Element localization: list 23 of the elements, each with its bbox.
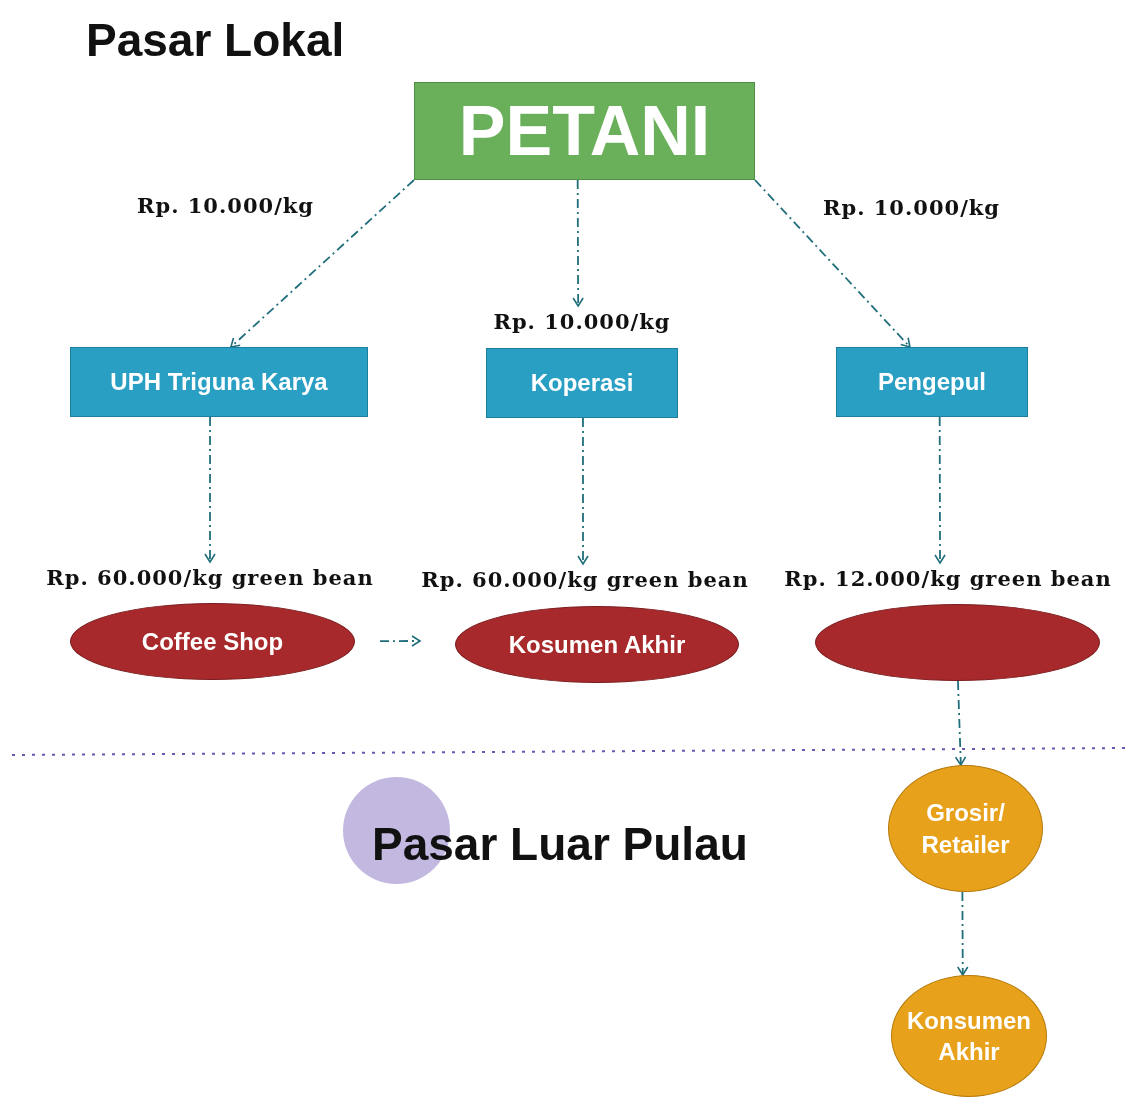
arrow — [956, 891, 969, 976]
node-label: UPH Triguna Karya — [109, 367, 329, 397]
arrow — [577, 417, 589, 565]
arrow — [954, 680, 967, 766]
node-label: Grosir/ Retailer — [920, 798, 1011, 860]
arrow — [379, 635, 421, 647]
price-label: Rp. 10.000/kg — [492, 308, 672, 336]
arrow — [572, 179, 584, 307]
arrow — [204, 416, 216, 563]
node-label: Kosumen Akhir — [507, 629, 687, 660]
price-label: Rp. 12.000/kg green bean — [783, 565, 1113, 593]
node-label: Coffee Shop — [140, 626, 285, 657]
arrow — [230, 179, 415, 348]
section-heading: Pasar Luar Pulau — [372, 817, 748, 872]
node-label: Pengepul — [877, 367, 987, 397]
node-label: Konsumen Akhir — [906, 1005, 1032, 1067]
price-label: Rp. 60.000/kg green bean — [45, 564, 375, 592]
price-label: Rp. 60.000/kg green bean — [420, 566, 750, 594]
section-heading: Pasar Lokal — [86, 13, 345, 68]
arrow — [754, 179, 911, 348]
node-label: Koperasi — [529, 368, 635, 398]
node-label: PETANI — [457, 90, 712, 172]
arrow — [934, 416, 946, 564]
